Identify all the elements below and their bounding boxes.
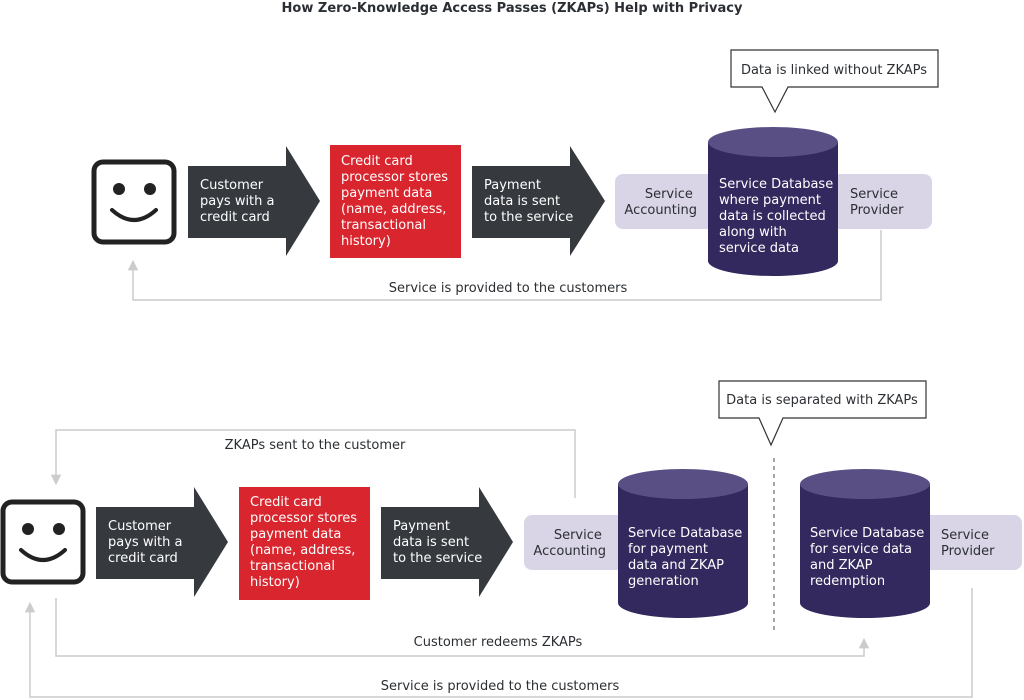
service-database-bottom-cylinder	[800, 469, 930, 618]
diagram-title: How Zero-Knowledge Access Passes (ZKAPs)…	[282, 1, 743, 16]
payment-sent-label: Payment data is sent to the service	[484, 178, 573, 225]
service-provided-bottom-connector	[24, 588, 973, 698]
service-accounting-label: Service Accounting	[624, 187, 697, 218]
customer-pays-arrow	[188, 146, 320, 256]
service-provided-label: Service is provided to the customers	[389, 281, 628, 296]
service-database-label: Service Database where payment data is c…	[719, 177, 837, 256]
payment-sent-bottom-arrow	[381, 487, 513, 597]
credit-card-processor-box	[330, 145, 461, 258]
service-database-cylinder	[708, 127, 838, 276]
payment-sent-bottom-label: Payment data is sent to the service	[393, 519, 482, 566]
service-provided-connector	[127, 230, 882, 301]
customer-pays-bottom-arrow	[96, 487, 228, 597]
linked-callout	[730, 49, 939, 114]
payment-database-cylinder	[618, 469, 748, 618]
service-provider-bottom-label: Service Provider	[941, 528, 995, 559]
zkaps-sent-label: ZKAPs sent to the customer	[225, 438, 406, 453]
customer-face-bottom-icon	[0, 499, 86, 585]
service-provided-bottom-label: Service is provided to the customers	[381, 679, 620, 694]
bottom-flow: ZKAPs sent to the customer Customer rede…	[0, 380, 1022, 698]
service-provider-bottom-pill	[922, 515, 1022, 570]
customer-redeems-label: Customer redeems ZKAPs	[414, 635, 583, 650]
service-accounting-bottom-pill	[524, 515, 624, 570]
customer-face-icon	[91, 159, 177, 245]
service-accounting-bottom-label: Service Accounting	[533, 528, 606, 559]
service-accounting-pill	[615, 174, 715, 229]
service-provider-label: Service Provider	[850, 187, 904, 218]
separated-callout-label: Data is separated with ZKAPs	[726, 393, 918, 408]
separated-callout	[718, 380, 927, 447]
credit-card-processor-bottom-label: Credit card processor stores payment dat…	[250, 495, 361, 590]
top-flow: Service is provided to the customers Cus…	[91, 49, 939, 301]
credit-card-processor-label: Credit card processor stores payment dat…	[341, 154, 452, 249]
credit-card-processor-bottom-box	[239, 487, 370, 600]
customer-redeems-connector	[55, 598, 870, 657]
customer-pays-bottom-label: Customer pays with a credit card	[108, 519, 187, 566]
payment-sent-arrow	[472, 146, 605, 256]
service-provider-pill	[832, 174, 932, 229]
service-database-bottom-label: Service Database for service data and ZK…	[810, 526, 928, 589]
payment-database-label: Service Database for payment data and ZK…	[628, 526, 746, 589]
zkaps-sent-connector	[50, 429, 576, 498]
linked-callout-label: Data is linked without ZKAPs	[741, 63, 927, 78]
customer-pays-label: Customer pays with a credit card	[200, 178, 279, 225]
